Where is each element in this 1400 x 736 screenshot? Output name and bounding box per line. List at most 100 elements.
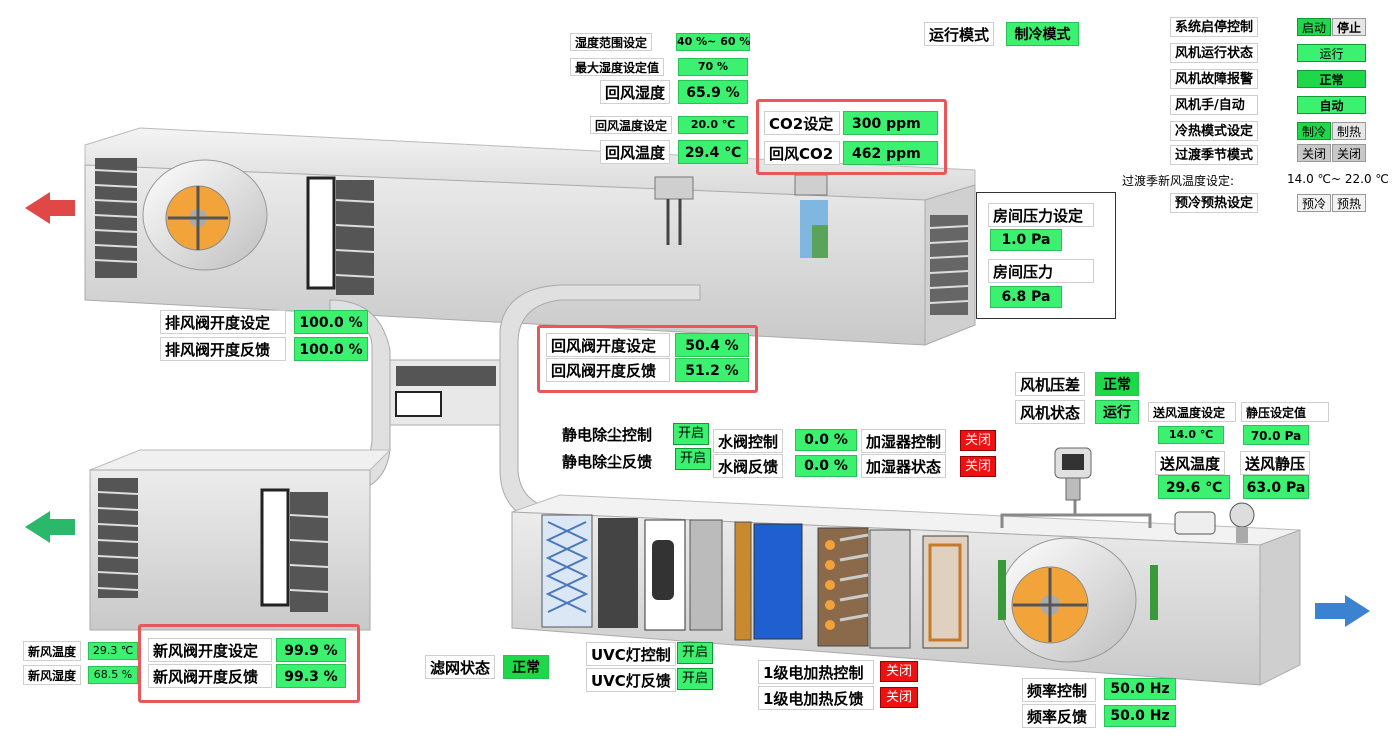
humidifier-state-value: 关闭 [960, 456, 996, 477]
exhaust-damper-icon [306, 176, 336, 290]
system-start-stop-label: 系统启停控制 [1170, 17, 1258, 37]
fresh-temp-label: 新风温度 [23, 641, 82, 661]
max-humidity-value[interactable]: 70 % [678, 58, 748, 76]
uvc-control-value[interactable]: 开启 [677, 642, 713, 664]
supply-temp-label: 送风温度 [1155, 451, 1226, 475]
room-pressure-value: 6.8 Pa [990, 286, 1062, 308]
fresh-damper-fb-label: 新风阀开度反馈 [148, 664, 272, 688]
return-temp-set-value[interactable]: 20.0 ℃ [678, 116, 748, 134]
transition-off-button-2[interactable]: 关闭 [1332, 144, 1366, 162]
esp-feedback-label: 静电除尘反馈 [558, 450, 657, 474]
frequency-feedback-value: 50.0 Hz [1104, 705, 1176, 727]
cool-mode-button[interactable]: 制冷 [1297, 122, 1331, 140]
static-pressure-sensor-icon [1229, 502, 1255, 543]
transition-temp-label: 过渡季新风温度设定: [1122, 174, 1235, 188]
supply-temp-set-value[interactable]: 14.0 ℃ [1158, 426, 1224, 444]
uvc-lamp-icon [598, 518, 638, 628]
fresh-damper-fb-value: 99.3 % [276, 664, 346, 688]
fan-hand-auto-label: 风机手/自动 [1170, 95, 1258, 115]
humidifier-control-label: 加湿器控制 [861, 429, 947, 453]
static-pressure-set-value[interactable]: 70.0 Pa [1243, 425, 1309, 445]
max-humidity-label: 最大湿度设定值 [570, 58, 665, 76]
fan-sensor-icon [998, 560, 1006, 620]
heater-control-label: 1级电加热控制 [758, 660, 874, 684]
co2-set-value[interactable]: 300 ppm [843, 111, 938, 135]
fresh-damper-set-label: 新风阀开度设定 [148, 638, 272, 662]
filter-status-value: 正常 [503, 655, 549, 679]
transition-temp-value[interactable]: 14.0 ℃~ 22.0 ℃ [1287, 172, 1389, 186]
precool-button[interactable]: 预冷 [1297, 194, 1331, 212]
fan-state-value: 运行 [1095, 400, 1139, 424]
co2-return-value: 462 ppm [843, 141, 938, 165]
humidity-range-label: 湿度范围设定 [570, 33, 653, 51]
water-coil-icon [734, 521, 752, 641]
supply-air-arrow-icon [1315, 595, 1370, 627]
fan-run-state-value: 运行 [1297, 44, 1366, 62]
heater-control-value[interactable]: 关闭 [880, 661, 918, 682]
supply-static-value: 63.0 Pa [1243, 475, 1309, 499]
uvc-control-label: UVC灯控制 [586, 642, 676, 666]
preheat-button[interactable]: 预热 [1332, 194, 1366, 212]
water-valve-control-value[interactable]: 0.0 % [795, 429, 857, 451]
transition-off-button-1[interactable]: 关闭 [1297, 144, 1331, 162]
frequency-feedback-label: 频率反馈 [1022, 704, 1096, 728]
start-button[interactable]: 启动 [1297, 18, 1331, 36]
fresh-humidity-value: 68.5 % [88, 666, 138, 684]
fresh-damper-icon [260, 488, 290, 607]
humidifier-state-label: 加湿器状态 [861, 454, 947, 478]
water-valve-feedback-value: 0.0 % [795, 455, 857, 477]
filter-icon [541, 514, 593, 628]
supply-temp-value: 29.6 ℃ [1158, 475, 1230, 499]
return-temp-label: 回风温度 [600, 140, 671, 164]
fresh-grille-icon [98, 478, 138, 598]
esp-control-value[interactable]: 开启 [673, 423, 709, 445]
heater-feedback-label: 1级电加热反馈 [758, 686, 874, 710]
return-temp-value: 29.4 ℃ [678, 140, 748, 164]
fan-diff-pressure-value: 正常 [1095, 372, 1139, 396]
return-humidity-value: 65.9 % [678, 80, 748, 104]
run-mode-value[interactable]: 制冷模式 [1006, 22, 1079, 46]
room-pressure-set-label: 房间压力设定 [988, 203, 1094, 227]
exhaust-fan-icon [142, 159, 268, 271]
supply-temp-sensor-icon [1174, 511, 1216, 535]
fresh-air-arrow-icon [25, 511, 75, 543]
static-pressure-set-label: 静压设定值 [1241, 402, 1329, 422]
exhaust-air-arrow-icon [25, 192, 75, 224]
return-humidity-label: 回风湿度 [600, 80, 671, 104]
fresh-humidity-label: 新风湿度 [23, 665, 82, 685]
fresh-temp-value: 29.3 ℃ [88, 642, 138, 660]
frequency-control-label: 频率控制 [1022, 678, 1096, 702]
uvc-feedback-value: 开启 [677, 668, 713, 690]
uvc-feedback-label: UVC灯反馈 [586, 668, 676, 692]
pressure-transmitter-icon [1054, 447, 1092, 501]
stop-button[interactable]: 停止 [1332, 18, 1366, 36]
humidity-range-value[interactable]: 40 %~ 60 % [676, 33, 750, 51]
esp-feedback-value: 开启 [675, 448, 711, 470]
return-damper-highlight-box [537, 325, 758, 393]
fan-fault-value: 正常 [1297, 70, 1366, 88]
supply-static-label: 送风静压 [1240, 451, 1311, 475]
return-damper-set-value[interactable]: 50.4 % [675, 333, 749, 357]
return-damper-set-label: 回风阀开度设定 [546, 333, 670, 357]
heat-cool-mode-label: 冷热模式设定 [1170, 121, 1258, 141]
run-mode-label: 运行模式 [924, 22, 995, 46]
esp-control-label: 静电除尘控制 [558, 423, 657, 447]
heater-feedback-value: 关闭 [880, 687, 918, 708]
fan-run-state-label: 风机运行状态 [1170, 43, 1258, 63]
supply-fan-icon [999, 537, 1137, 663]
return-grille-icon [930, 215, 968, 315]
room-pressure-label: 房间压力 [988, 259, 1094, 283]
return-damper-fb-value: 51.2 % [675, 358, 749, 382]
fresh-damper-set-value[interactable]: 99.9 % [276, 638, 346, 662]
room-pressure-set-value[interactable]: 1.0 Pa [990, 229, 1062, 251]
exhaust-damper-set-value[interactable]: 100.0 % [294, 310, 368, 334]
co2-highlight-box [756, 99, 947, 175]
exhaust-grille-icon [94, 158, 138, 278]
heat-mode-button[interactable]: 制热 [1332, 122, 1366, 140]
humidifier-control-value[interactable]: 关闭 [960, 430, 996, 451]
return-damper-fb-label: 回风阀开度反馈 [546, 358, 670, 382]
fan-hand-auto-value[interactable]: 自动 [1297, 96, 1366, 114]
fan-fault-label: 风机故障报警 [1170, 69, 1258, 89]
frequency-control-value[interactable]: 50.0 Hz [1104, 678, 1176, 700]
